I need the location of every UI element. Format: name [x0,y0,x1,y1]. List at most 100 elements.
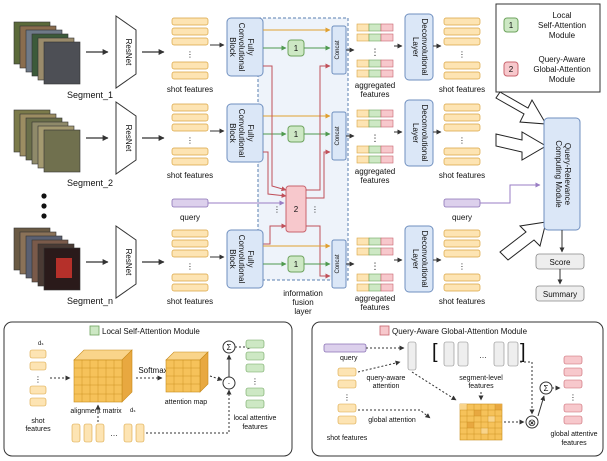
fc-block-label-2: FullyConvolutionalBlock [228,109,255,158]
global-dots-right: ⋮ [311,205,319,214]
output-features-stack-n: ⋮ [443,229,481,292]
shot-features-label-2: shot features [167,171,213,180]
global-panel-title: Query-Aware Global-Attention Module [392,327,528,336]
global-panel-query-bar [323,343,367,353]
local-dim-label: dₛ [38,341,44,347]
alignment-matrix-label: alignment matrix [70,408,122,415]
shot-features-label-1: shot features [167,85,213,94]
segment-2-label: Segment_2 [67,178,113,188]
local-dot-symbol: · [228,379,231,388]
local-panel-title-swatch [89,325,100,336]
global-output-stack: ⋮ [563,355,583,425]
svg-text:⋮: ⋮ [458,262,466,271]
big-arrow-row2 [495,131,547,161]
big-arrow-row1 [495,91,547,125]
local-output-stack: ⋮ [245,339,265,409]
svg-text:⋮: ⋮ [371,133,380,143]
summary-box [535,285,585,302]
segment-bracket-right: ] [520,341,526,363]
local-panel-title: Local Self-Attention Module [102,327,200,336]
local-bottom-features: … [71,423,145,443]
global-module-id: 2 [294,205,299,214]
softmax-label: Softmax [138,366,167,375]
arrow-otimes-to-sum [537,395,546,417]
alignment-matrix-cube [73,349,133,403]
red-fcn-to-global [263,223,287,245]
concat-label-n: Concat [335,254,341,273]
svg-text:⋮: ⋮ [186,136,194,145]
query-bar [171,198,209,208]
deconv-layer-n [404,225,434,293]
svg-text:⋮: ⋮ [371,261,380,271]
global-shot-features-stack: ⋮ [337,367,357,425]
local-panel [3,321,293,457]
alignment-matrix-dim: dₛ [130,408,136,414]
big-arrow-rown [499,221,547,261]
global-attention-grid [459,403,503,441]
red-fc1-to-global [263,65,287,192]
segment-level-bars: … [443,341,519,367]
fc-block-1 [226,17,264,77]
fc-block-n [226,229,264,289]
shot-features-stack-n: ⋮ [171,229,209,292]
svg-text:…: … [479,351,487,360]
output-features-label-2: shot features [439,171,485,180]
otimes-operator [525,415,539,429]
query-bar-right [443,198,481,208]
svg-text:⋮: ⋮ [371,47,380,57]
output-features-stack-2: ⋮ [443,103,481,166]
local-sum-symbol: Σ [227,343,232,352]
arrow-query-to-qr [480,182,541,204]
deconv-layer-2 [404,99,434,167]
segment-1-label: Segment_1 [67,90,113,100]
score-label: Score [550,258,571,267]
aggregated-features-n: ⋮ [356,237,394,292]
svg-text:⋮: ⋮ [251,377,259,386]
aggregated-features-2: ⋮ [356,109,394,164]
red-global-to-concatn [306,225,331,279]
deconv-layer-1 [404,13,434,81]
resnet-label-2: ResNet [124,125,133,152]
arrow-shots-to-ga [358,409,431,419]
arrow-qa-to-grid [411,371,457,401]
otimes-symbol: ⊗ [528,418,536,429]
red-global-to-concat1 [306,63,331,191]
attention-map-label: attention map [165,399,208,406]
legend-local-id: 1 [509,21,514,30]
fc-block-label-n: FullyConvolutionalBlock [228,235,255,284]
legend-global-swatch [503,61,519,77]
global-sum-symbol: Σ [544,384,549,393]
local-shot-features-stack: ⋮ [29,349,47,407]
fc-block-label-1: FullyConvolutionalBlock [228,23,255,72]
resnet-trapezoid-n [115,225,137,299]
svg-text:⋮: ⋮ [186,50,194,59]
shot-features-label-n: shot features [167,297,213,306]
arrow-seg-to-otimes [520,361,535,415]
segment-bracket-left: [ [432,341,438,363]
query-label-right: query [452,213,472,222]
legend-local-swatch [503,17,519,33]
svg-text:…: … [110,429,118,438]
svg-text:⋮: ⋮ [458,50,466,59]
svg-text:⋮: ⋮ [458,136,466,145]
local-module-n-id: 1 [294,260,299,269]
red-global-to-concat2 [306,149,331,199]
svg-text:⋮: ⋮ [34,375,42,384]
segment-2-frames [13,109,81,173]
segments-ellipsis [41,193,47,219]
concat-label-2: Concat [335,126,341,145]
aggregated-features-1: ⋮ [356,23,394,78]
global-shot-features-label: shot features [327,435,368,442]
resnet-label-1: ResNet [124,39,133,66]
svg-text:⋮: ⋮ [569,393,577,402]
